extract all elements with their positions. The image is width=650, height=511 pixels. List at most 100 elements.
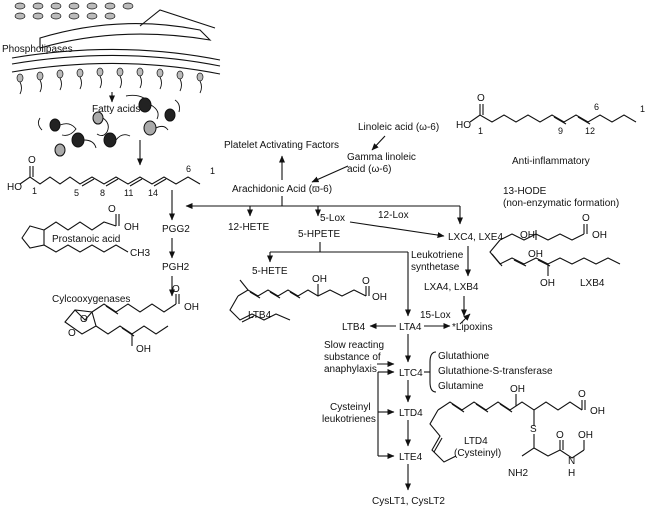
phospholipid-heads: [14, 2, 204, 83]
arrow-up-lipoxins: [459, 313, 471, 325]
5-lox-label: 5-Lox: [320, 213, 345, 224]
pgh2-o2: O: [68, 328, 76, 339]
lxb4-o: O: [582, 213, 590, 224]
lt-synthetase-line1: Leukotriene: [411, 250, 464, 261]
glutathione-label: Glutathione: [438, 351, 490, 362]
fa-14: 14: [148, 188, 158, 198]
ltb4-struct-o: O: [362, 276, 370, 287]
ltd4-struct-h: H: [568, 468, 575, 479]
pgh2-oh2: OH: [136, 344, 151, 355]
fa-11: 11: [124, 188, 133, 198]
pgh2-oh1: OH: [184, 302, 199, 313]
linoleic-12: 12: [585, 126, 595, 136]
pgh2-o3: O: [172, 284, 180, 295]
ltd4-struct-acid-oh2: OH: [578, 430, 593, 441]
ltb4-label: LTB4: [342, 322, 366, 333]
lxb4-acid-oh: OH: [592, 230, 607, 241]
lte4-label: LTE4: [399, 452, 423, 463]
paf-label: Platelet Activating Factors: [224, 140, 339, 151]
lxb4-oh3: OH: [540, 278, 555, 289]
anti-inflammatory-label: Anti-inflammatory: [512, 156, 590, 167]
cell-membrane: [11, 2, 221, 95]
ltd4-struct-n: N: [568, 456, 575, 467]
lxc4-lxe4-label: LXC4, LXE4: [448, 232, 503, 243]
ltb4-structure: [229, 279, 370, 323]
ltd4-struct-label-line1: LTD4: [464, 436, 488, 447]
cysteinyl-line2: leukotrienes: [322, 414, 376, 425]
ltb4-struct-oh: OH: [312, 274, 327, 285]
srs-line1: Slow reacting: [324, 340, 384, 351]
ltd4-struct-oh: OH: [510, 384, 525, 395]
fa-end-1: 1: [210, 166, 215, 176]
fatty-acid-sketches: [37, 94, 180, 157]
pgh2-o1: O: [80, 314, 88, 325]
cysteinyl-line1: Cysteinyl: [330, 402, 371, 413]
srs-line3: anaphylaxis: [324, 364, 377, 375]
fatty-acid-chain-structure: [19, 166, 201, 187]
linoleic-9: 9: [558, 126, 563, 136]
linoleic-o: O: [477, 93, 485, 104]
prostanoic-oh: OH: [124, 222, 139, 233]
fa-8: 8: [100, 188, 105, 198]
5-hpete-label: 5-HPETE: [298, 229, 341, 240]
fa-c1: 1: [32, 186, 37, 196]
ltb4-struct-label: LTB4: [248, 310, 272, 321]
13-hode-line1: 13-HODE: [503, 186, 547, 197]
13-hode-line2: (non-enzymatic formation): [503, 198, 619, 209]
fa-5: 5: [74, 188, 79, 198]
fa-6: 6: [186, 164, 191, 174]
12-hete-label: 12-HETE: [228, 222, 269, 233]
12-lox-label: 12-Lox: [378, 210, 409, 221]
prostanoic-label: Prostanoic acid: [52, 234, 120, 245]
ltd4-struct-label-line2: (Cysteinyl): [454, 448, 501, 459]
fa-ho: HO: [7, 182, 22, 193]
ltd4-label: LTD4: [399, 408, 423, 419]
arachidonic-acid-label: Arachidonic Acid (ϖ-6): [232, 184, 332, 195]
glutathione-s-transferase-label: Glutathione-S-transferase: [438, 366, 553, 377]
cyclooxygenases-label: Cylcooxygenases: [52, 294, 130, 305]
linoleic-6: 6: [594, 102, 599, 112]
ltd4-struct-s: S: [530, 424, 537, 435]
ltb4-struct-acid-oh: OH: [372, 292, 387, 303]
linoleic-label: Linoleic acid (ω-6): [358, 122, 439, 133]
phospholipid-tails: [19, 75, 202, 95]
cyslt-label: CysLT1, CysLT2: [372, 496, 445, 507]
glutathione-brace: [429, 351, 437, 393]
prostanoic-ch3: CH3: [130, 248, 150, 259]
lxb4-structure: [489, 224, 621, 276]
fa-o: O: [28, 155, 36, 166]
lt-synthetase-line2: synthetase: [411, 262, 460, 273]
phospholipases-label: Phospholipases: [2, 44, 73, 55]
pgh2-label: PGH2: [162, 262, 190, 273]
lta4-label: LTA4: [399, 322, 422, 333]
prostanoic-acid-structure: [21, 214, 129, 253]
pgg2-label: PGG2: [162, 224, 190, 235]
fatty-acids-label: Fatty acids: [92, 104, 140, 115]
lxb4-oh1: OH: [520, 230, 535, 241]
gamma-linoleic-line1: Gamma linoleic: [347, 152, 416, 163]
prostanoic-o: O: [108, 204, 116, 215]
lipoxins-label: *Lipoxins: [452, 322, 493, 333]
srs-line2: substance of: [324, 352, 381, 363]
ltd4-struct-o1: O: [578, 389, 586, 400]
15-lox-label: 15-Lox: [420, 310, 451, 321]
pgh2-structure: [64, 294, 180, 346]
lxb4-label: LXB4: [580, 278, 605, 289]
linoleic-c1: 1: [478, 126, 483, 136]
arrow-gamma-to-arachidonic: [311, 165, 349, 183]
arrow-to-gamma-linoleic: [371, 135, 386, 151]
linoleic-ho: HO: [456, 120, 471, 131]
ltd4-struct-nh2: NH2: [508, 468, 528, 479]
gamma-linoleic-line2: acid (ω-6): [347, 164, 391, 175]
linoleic-structure: [469, 104, 637, 125]
arrow-12lox-to-lxc4: [349, 221, 445, 239]
5-hete-label: 5-HETE: [252, 266, 288, 277]
lxa4-lxb4-label: LXA4, LXB4: [424, 282, 479, 293]
linoleic-end-1: 1: [640, 104, 645, 114]
ltd4-structure: [429, 394, 586, 463]
glutamine-label: Glutamine: [438, 381, 484, 392]
lxb4-oh2: OH: [528, 249, 543, 260]
ltd4-struct-acid-oh1: OH: [590, 406, 605, 417]
